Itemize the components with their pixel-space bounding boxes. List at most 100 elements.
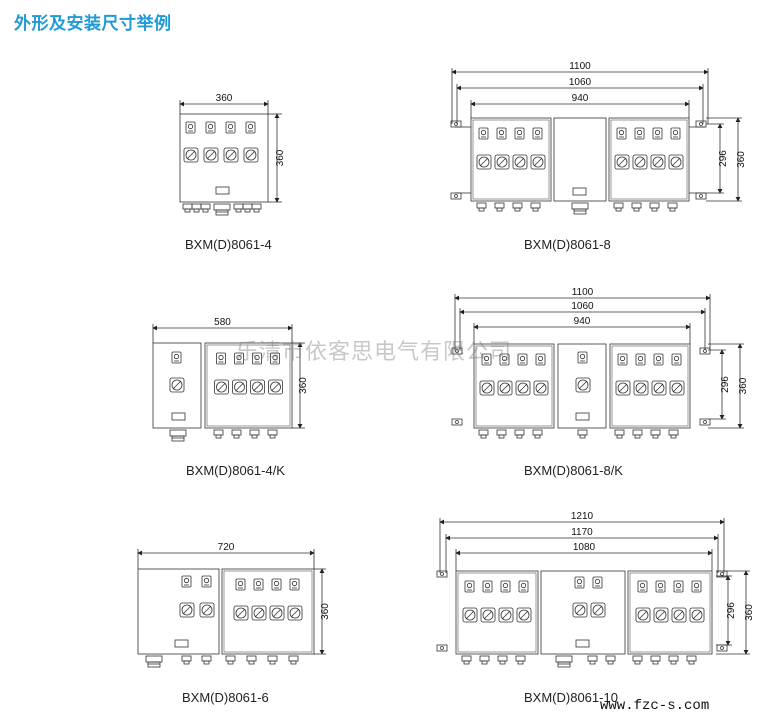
rotary-switch-icon <box>243 147 259 163</box>
breaker-icon <box>670 127 681 140</box>
rotary-knob-icon <box>637 609 649 621</box>
dimension-label: 1100 <box>572 287 594 298</box>
cable-gland-nut-icon <box>634 434 641 439</box>
dimension-label: 360 <box>275 149 286 166</box>
rotary-knob-icon <box>499 382 511 394</box>
mounting-lug-icon <box>716 644 728 652</box>
breaker-dot-icon <box>673 355 680 362</box>
breaker-dot-icon <box>534 129 541 136</box>
cable-gland-icon <box>496 429 507 436</box>
rotary-knob-icon <box>481 382 493 394</box>
breaker-dot-icon <box>655 355 662 362</box>
dimension-label: 1100 <box>569 61 591 72</box>
breaker-dot-icon <box>618 129 625 136</box>
dimension-label: 1210 <box>571 511 594 522</box>
cable-gland-nut-icon <box>670 434 677 439</box>
cable-gland-nut-icon <box>480 434 487 439</box>
rotary-switch-icon <box>668 154 684 170</box>
large-cable-gland-icon <box>555 655 573 663</box>
breaker-icon <box>532 127 543 140</box>
rotary-knob-line <box>217 382 226 392</box>
mounting-hole-icon <box>440 572 444 576</box>
enclosure-box <box>608 117 690 202</box>
rotary-knob-icon <box>671 382 683 394</box>
rotary-switch-icon <box>462 607 478 623</box>
cable-gland-icon <box>515 655 526 662</box>
rotary-switch-icon <box>512 154 528 170</box>
cable-gland-icon <box>494 202 505 209</box>
rotary-knob-icon <box>635 382 647 394</box>
figure-caption: BXM(D)8061-6 <box>182 690 269 705</box>
cable-gland-icon <box>242 203 253 210</box>
rotary-knob-line <box>290 608 300 618</box>
rotary-knob-line <box>497 157 507 167</box>
breaker-dot-icon <box>247 123 254 130</box>
rotary-knob-line <box>638 610 648 620</box>
rotary-knob-line <box>482 383 492 393</box>
mounting-hole-icon <box>699 122 703 126</box>
rotary-knob-icon <box>574 604 586 616</box>
mounting-lug-icon <box>695 192 707 200</box>
mounting-hole-icon <box>454 122 458 126</box>
rotary-knob-line <box>172 380 182 390</box>
rotary-switch-icon <box>494 154 510 170</box>
cable-gland-icon <box>632 655 643 662</box>
breaker-dot-icon <box>520 582 527 589</box>
cable-gland-nut-icon <box>235 208 242 213</box>
breaker-icon <box>245 121 256 134</box>
breaker-icon <box>655 580 666 593</box>
rotary-switch-icon <box>498 607 514 623</box>
large-cable-gland-icon <box>169 429 187 437</box>
breaker-icon <box>574 576 585 589</box>
cable-gland-icon <box>614 429 625 436</box>
cable-gland-nut-icon <box>651 207 658 212</box>
breaker-icon <box>496 127 507 140</box>
breaker-icon <box>481 353 492 366</box>
breaker-dot-icon <box>519 355 526 362</box>
cable-gland-nut-icon <box>517 660 524 665</box>
mounting-hole-icon <box>455 420 459 424</box>
mounting-lug-icon <box>699 418 711 426</box>
rotary-knob-line <box>253 382 262 392</box>
mounting-lug-icon <box>451 418 463 426</box>
cable-gland-icon <box>225 655 236 662</box>
dimension-label: 1080 <box>573 542 596 553</box>
cable-gland-icon <box>667 202 678 209</box>
enclosure-box <box>221 568 315 655</box>
rotary-knob-icon <box>181 604 193 616</box>
cable-gland-nut-icon <box>244 208 251 213</box>
rotary-knob-line <box>671 157 681 167</box>
breaker-dot-icon <box>466 582 473 589</box>
rotary-knob-icon <box>500 609 512 621</box>
breaker-icon <box>671 353 682 366</box>
rotary-knob-icon <box>653 382 665 394</box>
nameplate-icon <box>171 412 186 421</box>
enclosure-box <box>204 342 293 429</box>
rotary-knob-line <box>518 383 528 393</box>
breaker-dot-icon <box>480 129 487 136</box>
rotary-knob-line <box>182 605 192 615</box>
cable-gland-icon <box>650 429 661 436</box>
page-title: 外形及安装尺寸举例 <box>14 14 172 33</box>
cable-gland-nut-icon <box>532 207 539 212</box>
cable-gland-nut-icon <box>670 660 677 665</box>
large-cable-gland-nut-icon <box>557 661 571 668</box>
dimension-label: 1060 <box>571 301 594 312</box>
mounting-lug-icon <box>436 570 448 578</box>
rotary-knob-icon <box>245 149 257 161</box>
cable-gland-nut-icon <box>269 434 276 439</box>
rotary-switch-icon <box>653 607 669 623</box>
rotary-switch-icon <box>497 380 513 396</box>
cable-gland-icon <box>201 655 212 662</box>
mounting-hole-icon <box>699 194 703 198</box>
breaker-dot-icon <box>675 582 682 589</box>
rotary-knob-icon <box>518 609 530 621</box>
breaker-dot-icon <box>237 580 244 587</box>
rotary-knob-line <box>578 380 588 390</box>
cable-gland-nut-icon <box>499 660 506 665</box>
breaker-icon <box>482 580 493 593</box>
cable-gland-icon <box>577 429 588 436</box>
cable-gland-icon <box>251 203 262 210</box>
rotary-knob-icon <box>616 156 628 168</box>
breaker-icon <box>691 580 702 593</box>
